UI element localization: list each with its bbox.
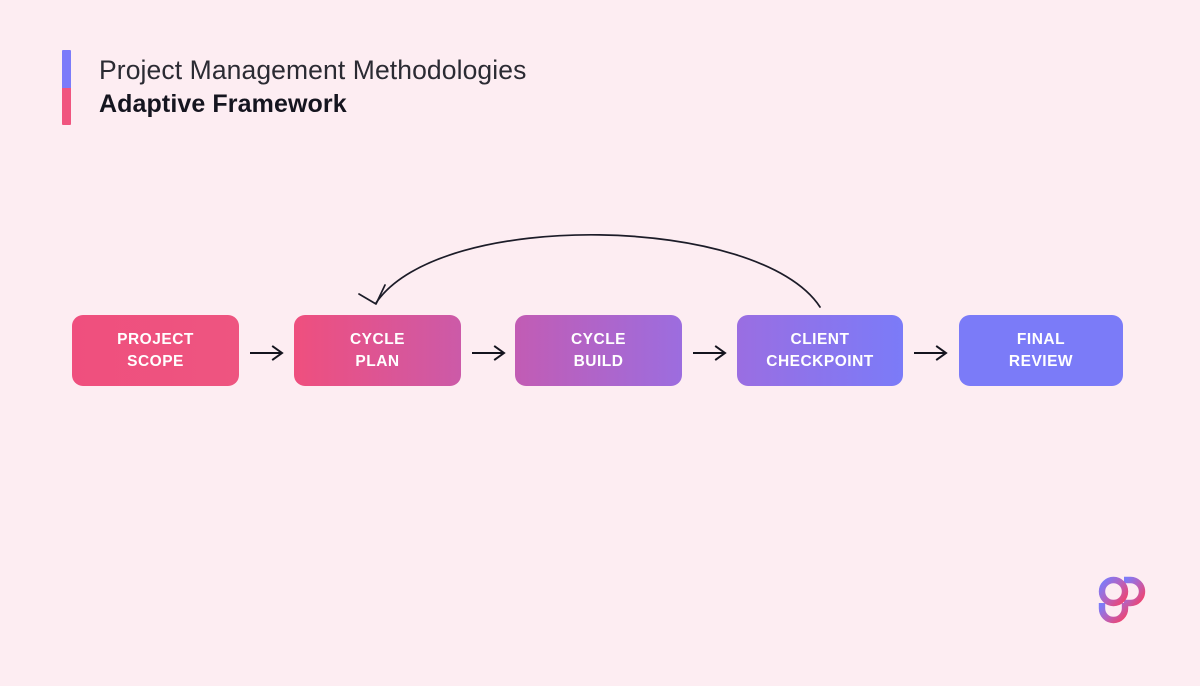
title-block: Project Management Methodologies Adaptiv… <box>99 50 526 125</box>
flow-node-final-review[interactable]: FINAL REVIEW <box>959 315 1123 386</box>
flow-node-label: FINAL REVIEW <box>1008 330 1074 370</box>
flow-node-cycle-plan[interactable]: CYCLE PLAN <box>294 315 461 386</box>
accent-bar-bottom-segment <box>62 87 71 125</box>
accent-bar-top-segment <box>62 50 71 88</box>
connector-arrow-4 <box>914 345 948 361</box>
connector-arrow-2 <box>472 345 506 361</box>
flow-node-cycle-build[interactable]: CYCLE BUILD <box>515 315 682 386</box>
flow-node-label: CYCLE PLAN <box>349 330 406 370</box>
flow-node-client-checkpoint[interactable]: CLIENT CHECKPOINT <box>737 315 903 386</box>
eyebrow-text: Project Management Methodologies <box>99 55 527 85</box>
feedback-loop-arrow <box>358 234 821 308</box>
flow-node-project-scope[interactable]: PROJECT SCOPE <box>72 315 239 386</box>
connector-arrow-1 <box>250 345 284 361</box>
page-title: Adaptive Framework <box>99 90 347 119</box>
connector-arrow-3 <box>693 345 727 361</box>
brand-logo-icon <box>1098 576 1146 624</box>
accent-bar <box>62 50 71 125</box>
flow-node-label: PROJECT SCOPE <box>117 330 194 370</box>
page-header: Project Management Methodologies Adaptiv… <box>62 50 526 125</box>
flow-node-label: CLIENT CHECKPOINT <box>766 330 874 370</box>
flow-node-label: CYCLE BUILD <box>570 330 627 370</box>
